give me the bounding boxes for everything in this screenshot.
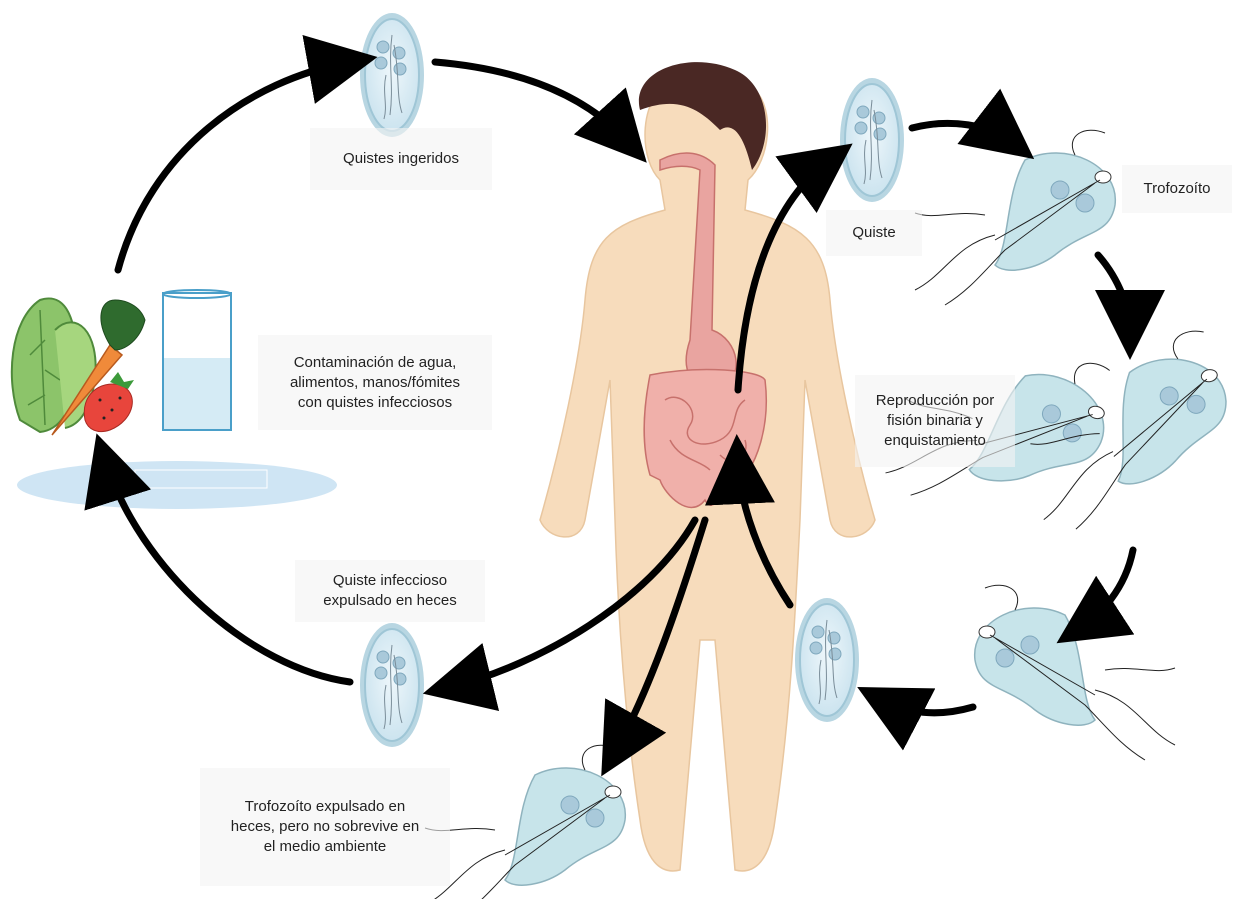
cyst-ingested — [360, 13, 424, 137]
label-trofozoito: Trofozoíto — [1122, 165, 1232, 213]
arrow-reproduction-to-trophozoite — [1080, 550, 1133, 628]
water-glass-icon — [163, 290, 231, 430]
trophozoite-expelled — [425, 745, 625, 899]
water-puddle — [17, 461, 337, 509]
trophozoite-lower-right — [975, 585, 1175, 760]
cyst-expelled — [360, 623, 424, 747]
label-contaminacion: Contaminación de agua, alimentos, manos/… — [258, 335, 492, 430]
label-trofozoito-expulsado: Trofozoíto expulsado en heces, pero no s… — [200, 768, 450, 886]
arrow-trophozoite-to-cyst — [882, 700, 973, 713]
trophozoite-top — [915, 130, 1115, 305]
lettuce-icon — [12, 298, 96, 432]
arrow-cyst-to-trophozoite — [912, 123, 1012, 142]
arrow-trophozoite-to-reproduction — [1098, 255, 1130, 332]
label-reproduccion: Reproducción por fisión binaria y enquis… — [855, 375, 1015, 467]
label-quiste: Quiste — [826, 210, 922, 256]
label-quistes-ingeridos: Quistes ingeridos — [310, 128, 492, 190]
human-body-silhouette — [540, 62, 875, 871]
cyst-lower-right — [795, 598, 859, 722]
cyst-upper-right — [840, 78, 904, 202]
label-quiste-infeccioso: Quiste infeccioso expulsado en heces — [295, 560, 485, 622]
